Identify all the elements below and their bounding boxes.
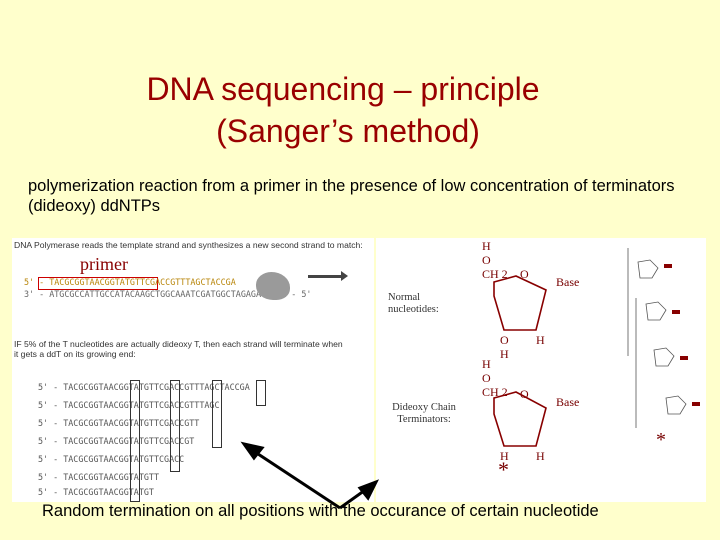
atom-label: O xyxy=(482,253,491,267)
ddT-column-box xyxy=(170,380,180,472)
base-label: Base xyxy=(556,275,580,289)
atom-label: H xyxy=(500,347,509,361)
fragment-row: 5' - TACGCGGTAACGGTATGTTCGACC xyxy=(38,454,185,464)
atom-label: H xyxy=(482,239,491,253)
template-strand-top: 5' - TACGCGGTAACGGTATGTTCGACCGTTTAGCTACC… xyxy=(24,277,236,287)
sequencing-figure: DNA Polymerase reads the template strand… xyxy=(12,238,374,502)
caption-pointer-arrows xyxy=(240,441,380,510)
fragment-row: 5' - TACGCGGTAACGGTATGTT xyxy=(38,472,160,482)
dideoxy-note: IF 5% of the T nucleotides are actually … xyxy=(14,339,343,359)
template-strand-bottom: 3' - ATGCGCCATTGCCATACAAGCTGGCAAATCGATGG… xyxy=(24,289,312,299)
fragment-row: 5' - TACGCGGTAACGGTATGTTCGACCGTTTAGC xyxy=(38,400,220,410)
ddT-column-box xyxy=(130,380,140,502)
polymerase-intro-text: DNA Polymerase reads the template strand… xyxy=(14,240,363,250)
fragment-row: 5' - TACGCGGTAACGGTATGTTCGACCGTT xyxy=(38,418,200,428)
slide-title-line1: DNA sequencing – principle xyxy=(146,71,540,107)
fragment-row: 5' - TACGCGGTAACGGTATGT xyxy=(38,487,154,497)
dideoxy-terminators-label: Dideoxy Chain Terminators: xyxy=(392,402,456,425)
ch2-label: CH 2 xyxy=(482,267,508,281)
fragment-row: 5' - TACGCGGTAACGGTATGTTCGACCGTTTAGCTACC… xyxy=(38,382,250,392)
nucleotide-structures-figure: H O CH 2 O Base Normal nucleotides: O H … xyxy=(376,238,706,502)
primer-label: primer xyxy=(80,254,128,274)
slide-description: polymerization reaction from a primer in… xyxy=(28,177,675,215)
atom-label: H xyxy=(536,333,545,347)
base-label: Base xyxy=(556,395,580,409)
polymerase-enzyme-shape xyxy=(256,272,290,300)
primer-highlight-box xyxy=(38,277,158,290)
asterisk-marker: * xyxy=(498,457,509,482)
synthesis-direction-arrow xyxy=(308,271,348,281)
atom-label: O xyxy=(520,387,529,401)
atom-label: H xyxy=(500,449,509,463)
fragment-row: 5' - TACGCGGTAACGGTATGTTCGACCGT xyxy=(38,436,195,446)
slide-caption: Random termination on all positions with… xyxy=(42,502,599,520)
sugar-ring-drawings xyxy=(493,248,700,447)
ddT-column-box xyxy=(256,380,266,406)
atom-label: O xyxy=(482,371,491,385)
atom-label: O xyxy=(520,267,529,281)
atom-label: H xyxy=(482,357,491,371)
atom-label: O xyxy=(500,333,509,347)
ddT-column-box xyxy=(212,380,222,448)
ch2-label: CH 2 xyxy=(482,385,508,399)
slide-title-line2: (Sanger’s method) xyxy=(216,113,480,149)
normal-nucleotides-label: Normal nucleotides: xyxy=(388,292,439,315)
atom-label: H xyxy=(536,449,545,463)
asterisk-marker: * xyxy=(656,429,666,451)
